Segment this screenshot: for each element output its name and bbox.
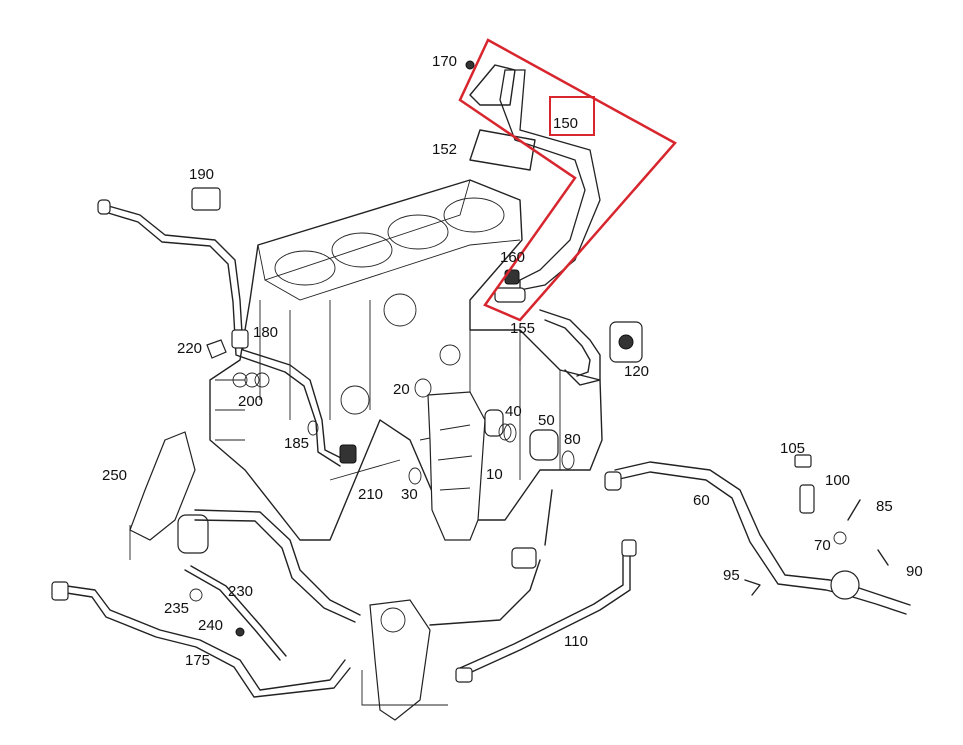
highlight-box-150 bbox=[549, 96, 595, 136]
pipe-250 bbox=[129, 431, 361, 623]
hose-175 bbox=[51, 581, 351, 698]
callout-190: 190 bbox=[189, 166, 215, 183]
callout-30: 30 bbox=[401, 486, 418, 503]
callout-70: 70 bbox=[814, 537, 831, 554]
clamps-200 bbox=[232, 372, 270, 388]
housing-10 bbox=[427, 391, 512, 541]
callout-180: 180 bbox=[253, 324, 279, 341]
callout-105: 105 bbox=[780, 440, 806, 457]
bolt-220 bbox=[206, 339, 227, 359]
callout-100: 100 bbox=[825, 472, 851, 489]
callout-230: 230 bbox=[228, 583, 254, 600]
callout-50: 50 bbox=[538, 412, 555, 429]
engine-block bbox=[209, 179, 603, 541]
callout-10: 10 bbox=[486, 466, 503, 483]
callout-152: 152 bbox=[432, 141, 458, 158]
hose-60 bbox=[604, 461, 911, 615]
callout-85: 85 bbox=[876, 498, 893, 515]
callout-200: 200 bbox=[238, 393, 264, 410]
hose-120 bbox=[539, 309, 643, 386]
callout-90: 90 bbox=[906, 563, 923, 580]
callout-160: 160 bbox=[500, 249, 526, 266]
callout-155: 155 bbox=[510, 320, 536, 337]
coolant-pipe-150 bbox=[465, 60, 601, 303]
callout-250: 250 bbox=[102, 467, 128, 484]
pump-assembly bbox=[129, 340, 637, 721]
callout-240: 240 bbox=[198, 617, 224, 634]
hose-180 bbox=[97, 187, 357, 467]
callout-235: 235 bbox=[164, 600, 190, 617]
callout-185: 185 bbox=[284, 435, 310, 452]
callout-20: 20 bbox=[393, 381, 410, 398]
callout-80: 80 bbox=[564, 431, 581, 448]
callout-210: 210 bbox=[358, 486, 384, 503]
callout-150[interactable]: 150 bbox=[553, 115, 579, 132]
callout-40: 40 bbox=[505, 403, 522, 420]
line-230 bbox=[184, 565, 287, 661]
filter-50 bbox=[307, 378, 575, 485]
callout-170: 170 bbox=[432, 53, 458, 70]
selection-outline bbox=[458, 38, 677, 322]
callout-220: 220 bbox=[177, 340, 203, 357]
callout-95: 95 bbox=[723, 567, 740, 584]
sensor-100 bbox=[744, 454, 889, 596]
callout-120: 120 bbox=[624, 363, 650, 380]
callout-60: 60 bbox=[693, 492, 710, 509]
callout-110: 110 bbox=[564, 633, 588, 650]
callout-175: 175 bbox=[185, 652, 211, 669]
